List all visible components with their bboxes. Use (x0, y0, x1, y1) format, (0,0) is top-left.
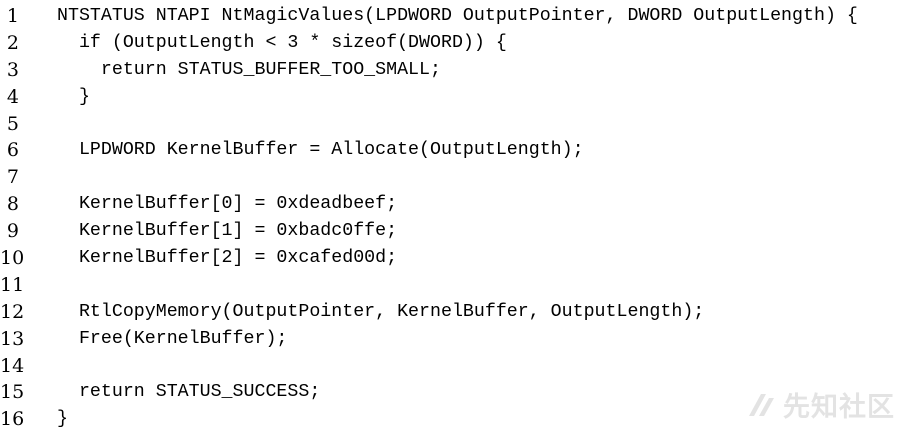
code-text: KernelBuffer[2] = 0xcafed00d; (57, 248, 398, 269)
code-line: 11 (0, 272, 907, 299)
line-number: 4 (6, 85, 19, 108)
code-line: 8 KernelBuffer[0] = 0xdeadbeef; (0, 191, 907, 218)
code-listing: 1 NTSTATUS NTAPI NtMagicValues(LPDWORD Ou… (0, 3, 907, 433)
code-text: KernelBuffer[0] = 0xdeadbeef; (57, 194, 398, 215)
code-text: KernelBuffer[1] = 0xbadc0ffe; (57, 221, 398, 242)
line-number: 10 (0, 247, 25, 270)
code-line: 10 KernelBuffer[2] = 0xcafed00d; (0, 245, 907, 272)
line-number: 7 (6, 166, 19, 189)
code-text: return STATUS_BUFFER_TOO_SMALL; (57, 59, 441, 80)
code-line: 1 NTSTATUS NTAPI NtMagicValues(LPDWORD Ou… (0, 3, 907, 30)
line-number: 9 (6, 220, 19, 243)
code-text: Free(KernelBuffer); (57, 328, 288, 349)
code-line: 15 return STATUS_SUCCESS; (0, 379, 907, 406)
code-line: 14 (0, 353, 907, 380)
code-text: RtlCopyMemory(OutputPointer, KernelBuffe… (57, 301, 705, 322)
line-number: 5 (6, 112, 19, 135)
line-number: 6 (6, 139, 19, 162)
code-line: 12 RtlCopyMemory(OutputPointer, KernelBu… (0, 299, 907, 326)
code-text: if (OutputLength < 3 * sizeof(DWORD)) { (57, 32, 507, 53)
code-line: 7 (0, 164, 907, 191)
code-text: } (57, 86, 90, 107)
code-text: } (57, 409, 68, 430)
code-text: return STATUS_SUCCESS; (57, 382, 321, 403)
watermark-text: 先知社区 (783, 392, 895, 423)
code-line: 5 (0, 111, 907, 138)
xianzhi-logo-icon (749, 393, 774, 416)
line-number: 3 (6, 58, 19, 81)
code-line: 13 Free(KernelBuffer); (0, 326, 907, 353)
line-number: 16 (0, 408, 25, 431)
line-number: 2 (6, 31, 19, 54)
line-number: 11 (0, 273, 25, 296)
line-number: 8 (6, 193, 19, 216)
code-line: 2 if (OutputLength < 3 * sizeof(DWORD)) … (0, 30, 907, 57)
line-number: 1 (6, 5, 19, 27)
line-number: 14 (0, 354, 25, 377)
line-number: 13 (0, 327, 25, 350)
code-line: 3 return STATUS_BUFFER_TOO_SMALL; (0, 57, 907, 84)
line-number: 12 (0, 300, 25, 323)
watermark: 先知社区 (747, 385, 895, 424)
code-line: 16} (0, 406, 907, 433)
code-line: 4 } (0, 84, 907, 111)
code-line: 9 KernelBuffer[1] = 0xbadc0ffe; (0, 218, 907, 245)
code-text: LPDWORD KernelBuffer = Allocate(OutputLe… (57, 140, 584, 161)
code-line: 6 LPDWORD KernelBuffer = Allocate(Output… (0, 137, 907, 164)
line-number: 15 (0, 381, 25, 404)
code-text: NTSTATUS NTAPI NtMagicValues(LPDWORD Out… (57, 6, 858, 26)
